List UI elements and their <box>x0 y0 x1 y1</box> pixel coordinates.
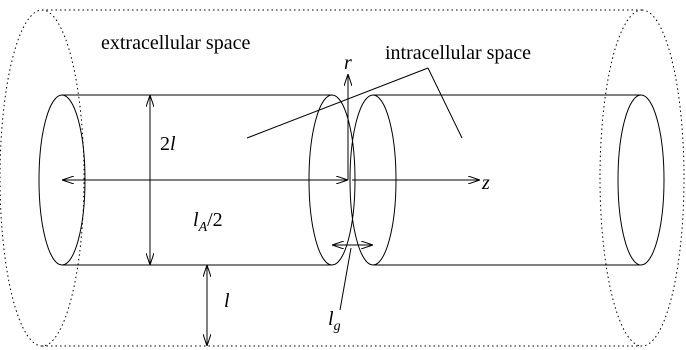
z-axis-label: z <box>481 172 490 194</box>
gap-leader-line <box>339 247 352 311</box>
extracellular-left-cap <box>0 9 85 347</box>
extracellular-space-label: extracellular space <box>101 32 250 54</box>
intracellular-leader-right <box>427 67 463 139</box>
half-length-label: lA/2 <box>193 209 223 235</box>
right-cell-right-cap <box>617 94 642 266</box>
right-cell-right-cap-front <box>640 94 665 266</box>
extracellular-thickness-label: l <box>224 290 230 312</box>
extracellular-right-cap <box>641 9 685 347</box>
gap-label: lg <box>328 308 341 334</box>
extracellular-right-cap-back <box>599 9 643 347</box>
diameter-label: 2l <box>160 133 176 155</box>
r-axis-label: r <box>344 52 352 74</box>
intracellular-space-label: intracellular space <box>385 42 531 64</box>
intracellular-leader-left <box>246 67 429 139</box>
extracellular-cylinder <box>0 9 685 347</box>
